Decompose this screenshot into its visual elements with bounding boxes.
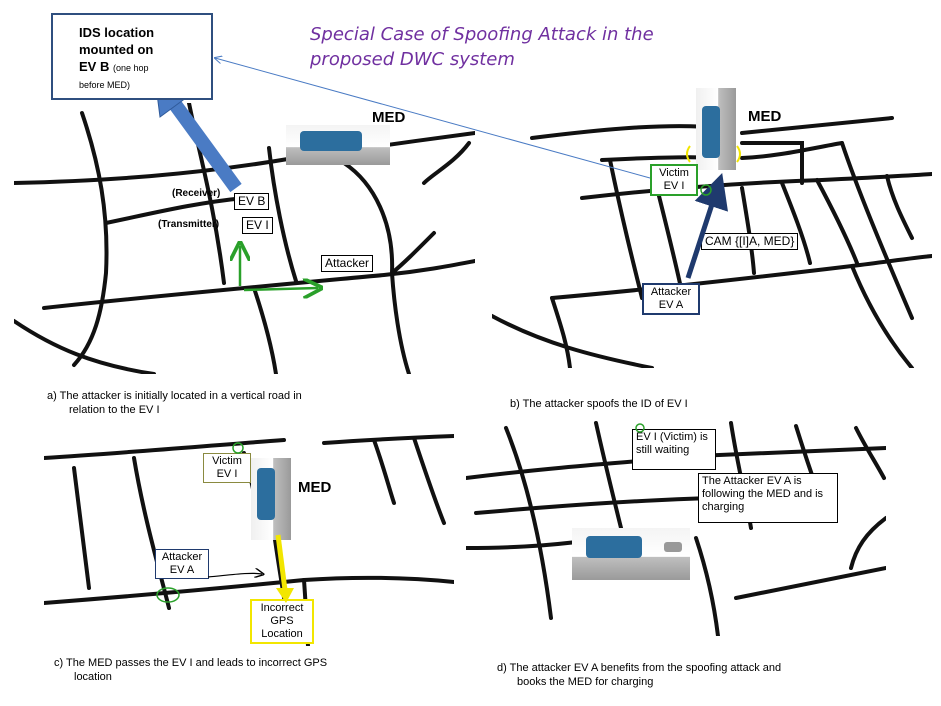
caption-b: b) The attacker spoofs the ID of EV I	[510, 398, 688, 410]
victim-waiting-box: EV I (Victim) is still waiting	[632, 429, 716, 470]
caption-c-line-2: location	[74, 671, 112, 683]
caption-c: c) The MED passes the EV I and leads to …	[54, 656, 327, 684]
med-label: MED	[298, 479, 332, 496]
waiting-line-2: still waiting	[636, 444, 690, 456]
panel-a-map: MED (Receiver) (Transmitter) EV B EV I A…	[14, 103, 475, 374]
following-line-2: following the MED and is	[702, 488, 824, 500]
following-line-1: The Attacker EV A is	[702, 475, 802, 487]
panel-b-map: MED Victim EV I CAM {[I]A, MED} Attacker…	[492, 88, 932, 368]
caption-c-line-1: c) The MED passes the EV I and leads to …	[54, 657, 328, 669]
title-line-2: proposed DWC system	[310, 49, 515, 70]
victim-line-1: Victim	[659, 167, 689, 179]
incorrect-gps-label: Incorrect GPS Location	[250, 599, 314, 644]
caption-a-line-2: relation to the EV I	[69, 404, 160, 416]
panel-a-roads	[14, 103, 475, 374]
title-line-1: Special Case of Spoofing Attack in the	[310, 24, 654, 45]
victim-line-2: EV I	[663, 180, 685, 192]
victim-line-2: EV I	[216, 468, 238, 480]
attacker-line-2: EV A	[658, 299, 684, 311]
gps-line-1: Incorrect	[260, 602, 304, 614]
attacker-ev-a-label: Attacker EV A	[155, 549, 209, 579]
ids-line-3: EV B (one hop	[79, 58, 201, 77]
attacker-label: Attacker	[321, 255, 374, 272]
bus-image	[696, 88, 736, 170]
attacker-following-box: The Attacker EV A is following the MED a…	[698, 473, 838, 523]
ids-location-box: IDS location mounted on EV B (one hop be…	[51, 13, 213, 100]
panel-d-map: EV I (Victim) is still waiting The Attac…	[466, 418, 886, 636]
med-label: MED	[748, 108, 782, 125]
victim-line-1: Victim	[212, 455, 242, 467]
ids-line-4: before MED)	[79, 80, 131, 90]
ids-line-2: mounted on	[79, 42, 154, 57]
ids-one-hop: (one hop	[112, 63, 149, 73]
med-label: MED	[372, 109, 406, 126]
attacker-ev-a-label: Attacker EV A	[642, 283, 700, 315]
attacker-line-1: Attacker	[161, 551, 203, 563]
caption-a-line-1: a) The attacker is initially located in …	[47, 390, 302, 402]
caption-d-line-1: d) The attacker EV A benefits from the s…	[497, 662, 782, 674]
bus-image	[251, 458, 291, 540]
gps-line-3: Location	[261, 628, 303, 640]
victim-ev-i-label: Victim EV I	[650, 164, 698, 196]
bus-icon	[257, 468, 275, 520]
following-line-3: charging	[702, 501, 745, 513]
ev-i-label: EV I	[242, 217, 273, 234]
bus-icon	[702, 106, 720, 158]
gps-line-2: GPS	[270, 615, 294, 627]
ev-b-label: EV B	[234, 193, 270, 210]
diagram-title: Special Case of Spoofing Attack in the p…	[310, 22, 730, 72]
bus-icon	[586, 536, 642, 558]
cam-message-label: CAM {[I]A, MED}	[701, 233, 799, 250]
victim-ev-i-label: Victim EV I	[203, 453, 251, 483]
waiting-line-1: EV I (Victim) is	[636, 431, 708, 443]
attacker-line-2: EV A	[169, 564, 195, 576]
bus-image	[572, 528, 690, 580]
receiver-label: (Receiver)	[172, 188, 221, 199]
caption-d-line-2: books the MED for charging	[517, 676, 654, 688]
car-icon	[664, 542, 682, 552]
panel-b-roads	[492, 116, 932, 368]
ids-line-1: IDS location	[79, 25, 155, 40]
bus-image	[286, 125, 390, 165]
panel-c-map: MED Victim EV I Attacker EV A Incorrect …	[44, 428, 454, 646]
caption-d: d) The attacker EV A benefits from the s…	[497, 661, 781, 689]
caption-a: a) The attacker is initially located in …	[47, 389, 302, 417]
bus-icon	[300, 131, 362, 151]
ids-ev-b: EV B	[79, 59, 110, 74]
transmitter-label: (Transmitter)	[158, 219, 220, 230]
attacker-line-1: Attacker	[650, 286, 692, 298]
